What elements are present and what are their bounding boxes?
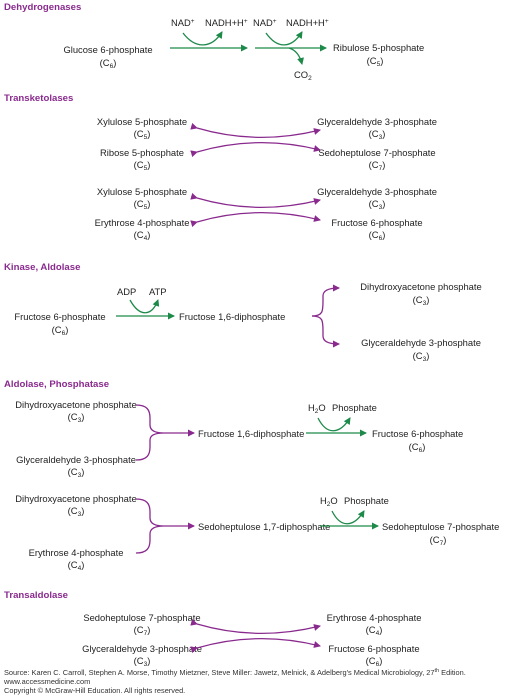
carbon-count-xylulose-5-phosphate: (C5): [134, 198, 151, 211]
cofactor-atp: ATP: [149, 286, 167, 297]
compound-xylulose-5-phosphate: Xylulose 5-phosphate: [97, 116, 187, 127]
heading-transaldolase: Transaldolase: [4, 590, 68, 601]
copyright-notice: Copyright © McGraw-Hill Education. All r…: [4, 686, 185, 695]
cofactor-nad-1: NAD+: [171, 17, 195, 28]
source-url: www.accessmedicine.com: [3, 677, 90, 686]
compound-ribose-5-phosphate: Ribose 5-phosphate: [100, 147, 184, 158]
merge-arrow: [135, 404, 194, 461]
compound-fructose-1-6-diphosphate: Fructose 1,6-diphosphate: [179, 311, 285, 322]
exchange-arrow-top: [190, 122, 321, 138]
compound-sedoheptulose-7-phosphate: Sedoheptulose 7-phosphate: [318, 147, 435, 158]
compound-ribulose-5-phosphate: Ribulose 5-phosphate: [333, 42, 424, 53]
cofactor-arc-adp-atp: [129, 299, 160, 314]
compound-erythrose-4-phosphate: Erythrose 4-phosphate: [327, 612, 422, 623]
compound-glyceraldehyde-3-phosphate: Glyceraldehyde 3-phosphate: [361, 337, 481, 348]
compound-dihydroxyacetone-phosphate: Dihydroxyacetone phosphate: [15, 399, 136, 410]
product-co2: CO2: [294, 69, 312, 82]
compound-sedoheptulose-7-phosphate: Sedoheptulose 7-phosphate: [382, 521, 499, 532]
carbon-count-glucose-6-phosphate: (C6): [100, 57, 117, 70]
compound-fructose-1-6-diphosphate: Fructose 1,6-diphosphate: [198, 428, 304, 439]
compound-erythrose-4-phosphate: Erythrose 4-phosphate: [95, 217, 190, 228]
carbon-count-fructose-6-phosphate: (C6): [369, 229, 386, 242]
cofactor-adp: ADP: [117, 286, 136, 297]
carbon-count-sedoheptulose-7-phosphate: (C7): [369, 159, 386, 172]
carbon-count-erythrose-4-phosphate: (C4): [68, 559, 85, 572]
carbon-count-glyceraldehyde-3-phosphate: (C3): [369, 128, 386, 141]
compound-fructose-6-phosphate: Fructose 6-phosphate: [372, 428, 463, 439]
merge-arrow: [135, 498, 194, 554]
carbon-count-fructose-6-phosphate: (C6): [366, 655, 383, 668]
cofactor-arc-nad-1: [182, 31, 223, 46]
compound-sedoheptulose-7-phosphate: Sedoheptulose 7-phosphate: [83, 612, 200, 623]
heading-transketolases: Transketolases: [4, 93, 73, 104]
carbon-count-dihydroxyacetone-phosphate: (C3): [413, 294, 430, 307]
co2-release-arrow: [288, 47, 304, 65]
exchange-arrow-bottom: [190, 638, 321, 654]
carbon-count-glyceraldehyde-3-phosphate: (C3): [134, 655, 151, 668]
compound-fructose-6-phosphate: Fructose 6-phosphate: [328, 643, 419, 654]
source-credit: Source: Karen C. Carroll, Stephen A. Mor…: [4, 668, 466, 677]
carbon-count-fructose-6-phosphate: (C6): [52, 324, 69, 337]
carbon-count-glyceraldehyde-3-phosphate: (C3): [413, 350, 430, 363]
compound-glyceraldehyde-3-phosphate: Glyceraldehyde 3-phosphate: [16, 454, 136, 465]
exchange-arrow-top: [190, 192, 321, 208]
carbon-count-erythrose-4-phosphate: (C4): [134, 229, 151, 242]
compound-fructose-6-phosphate: Fructose 6-phosphate: [14, 311, 105, 322]
heading-kinase-aldolase: Kinase, Aldolase: [4, 262, 80, 273]
compound-xylulose-5-phosphate: Xylulose 5-phosphate: [97, 186, 187, 197]
carbon-count-ribulose-5-phosphate: (C5): [367, 55, 384, 68]
carbon-count-xylulose-5-phosphate: (C5): [134, 128, 151, 141]
cofactor-arc-water-phosphate: [331, 510, 365, 525]
compound-glyceraldehyde-3-phosphate: Glyceraldehyde 3-phosphate: [317, 186, 437, 197]
carbon-count-ribose-5-phosphate: (C5): [134, 159, 151, 172]
exchange-arrow-bottom: [190, 142, 321, 158]
carbon-count-glyceraldehyde-3-phosphate: (C3): [68, 466, 85, 479]
cofactor-arc-water-phosphate: [317, 417, 351, 432]
branch-arrow-up: [311, 284, 340, 317]
compound-erythrose-4-phosphate: Erythrose 4-phosphate: [29, 547, 124, 558]
compound-sedoheptulose-1-7-diphosphate: Sedoheptulose 1,7-diphosphate: [198, 521, 330, 532]
cofactor-arc-nad-2: [265, 31, 303, 46]
compound-fructose-6-phosphate: Fructose 6-phosphate: [331, 217, 422, 228]
cofactor-nadh-2: NADH+H+: [286, 17, 329, 28]
compound-glyceraldehyde-3-phosphate: Glyceraldehyde 3-phosphate: [82, 643, 202, 654]
cofactor-water: H2O: [308, 402, 326, 415]
cofactor-phosphate: Phosphate: [332, 402, 377, 413]
exchange-arrow-bottom: [190, 212, 321, 228]
heading-aldolase-phosphatase: Aldolase, Phosphatase: [4, 379, 109, 390]
compound-dihydroxyacetone-phosphate: Dihydroxyacetone phosphate: [15, 493, 136, 504]
exchange-arrow-top: [190, 618, 321, 634]
carbon-count-erythrose-4-phosphate: (C4): [366, 624, 383, 637]
compound-dihydroxyacetone-phosphate: Dihydroxyacetone phosphate: [360, 281, 481, 292]
cofactor-water: H2O: [320, 495, 338, 508]
carbon-count-dihydroxyacetone-phosphate: (C3): [68, 505, 85, 518]
compound-glucose-6-phosphate: Glucose 6-phosphate: [63, 44, 152, 55]
branch-arrow-down: [311, 315, 340, 348]
carbon-count-sedoheptulose-7-phosphate: (C7): [430, 534, 447, 547]
carbon-count-glyceraldehyde-3-phosphate: (C3): [369, 198, 386, 211]
carbon-count-dihydroxyacetone-phosphate: (C3): [68, 411, 85, 424]
heading-dehydrogenases: Dehydrogenases: [4, 2, 81, 13]
cofactor-nadh-1: NADH+H+: [205, 17, 248, 28]
cofactor-phosphate: Phosphate: [344, 495, 389, 506]
cofactor-nad-2: NAD+: [253, 17, 277, 28]
carbon-count-sedoheptulose-7-phosphate: (C7): [134, 624, 151, 637]
carbon-count-fructose-6-phosphate: (C6): [409, 441, 426, 454]
compound-glyceraldehyde-3-phosphate: Glyceraldehyde 3-phosphate: [317, 116, 437, 127]
